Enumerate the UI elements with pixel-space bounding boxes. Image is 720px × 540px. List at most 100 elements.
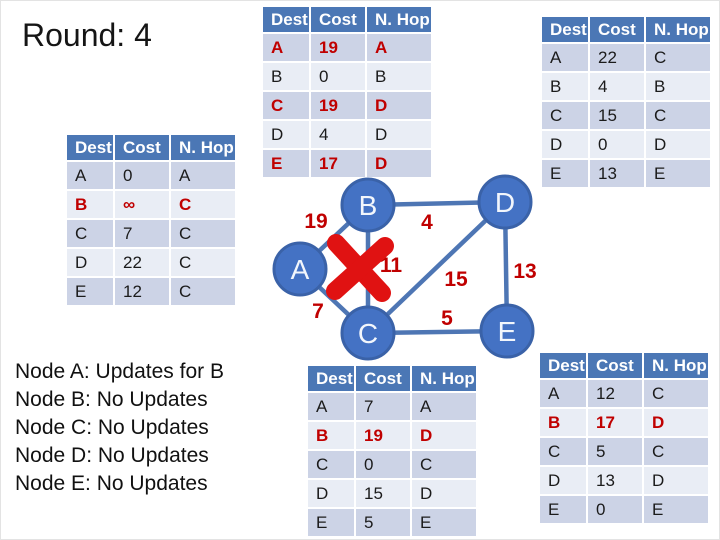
table-cell: D xyxy=(542,131,588,158)
table-cell: 0 xyxy=(588,496,642,523)
table-cell: C xyxy=(171,278,235,305)
column-header: Dest xyxy=(308,366,354,391)
table-cell: E xyxy=(67,278,113,305)
table-cell: D xyxy=(646,131,710,158)
table-cell: B xyxy=(540,409,586,436)
edge-weight-label: 15 xyxy=(444,268,468,291)
edge-weight-label: 7 xyxy=(312,300,324,323)
node-D xyxy=(477,174,533,230)
column-header: Cost xyxy=(356,366,410,391)
node-A xyxy=(272,241,328,297)
update-line: Node A: Updates for B xyxy=(15,360,224,383)
edge-weight-label: 19 xyxy=(304,210,327,233)
table-cell: 19 xyxy=(311,34,365,61)
node-label-E: E xyxy=(498,316,517,347)
update-line: Node E: No Updates xyxy=(15,472,208,495)
edge-A-B xyxy=(298,203,370,271)
column-header: Cost xyxy=(115,135,169,160)
table-cell: C xyxy=(67,220,113,247)
update-line: Node B: No Updates xyxy=(15,388,208,411)
edge-B-D xyxy=(367,199,506,208)
table-row: B∞C xyxy=(67,191,235,218)
node-updates-list: Node A: Updates for B Node B: No Updates… xyxy=(15,358,224,498)
node-label-B: B xyxy=(359,190,378,221)
table-cell: C xyxy=(308,451,354,478)
edge-C-D xyxy=(366,200,507,335)
table-cell: C xyxy=(540,438,586,465)
table-cell: 0 xyxy=(590,131,644,158)
node-label-C: C xyxy=(358,318,378,349)
table-cell: 22 xyxy=(115,249,169,276)
table-cell: 17 xyxy=(588,409,642,436)
node-label-D: D xyxy=(495,187,515,218)
column-header: N. Hop xyxy=(646,17,710,42)
table-cell: 0 xyxy=(115,162,169,189)
edge-weight-label: 11 xyxy=(380,254,403,277)
table-cell: 19 xyxy=(311,92,365,119)
table-cell: D xyxy=(412,480,476,507)
table-cell: C xyxy=(171,220,235,247)
link-failure-x-icon xyxy=(327,234,391,302)
node-C xyxy=(340,305,396,361)
column-header: Dest xyxy=(263,7,309,32)
table-cell: C xyxy=(171,249,235,276)
edge-weight-label: 5 xyxy=(441,307,453,330)
table-cell: B xyxy=(367,63,431,90)
table-cell: D xyxy=(412,422,476,449)
table-cell: 7 xyxy=(115,220,169,247)
table-cell: B xyxy=(542,73,588,100)
table-cell: 4 xyxy=(311,121,365,148)
table-cell: D xyxy=(263,121,309,148)
table-cell: D xyxy=(540,467,586,494)
column-header: N. Hop xyxy=(367,7,431,32)
table-cell: 4 xyxy=(590,73,644,100)
table-cell: C xyxy=(646,102,710,129)
table-cell: C xyxy=(412,451,476,478)
table-cell: A xyxy=(540,380,586,407)
edge-weight-label: 13 xyxy=(513,260,536,283)
table-cell: A xyxy=(412,393,476,420)
table-cell: 17 xyxy=(311,150,365,177)
table-cell: A xyxy=(367,34,431,61)
node-B xyxy=(340,177,396,233)
table-cell: 13 xyxy=(588,467,642,494)
table-cell: D xyxy=(367,121,431,148)
column-header: Dest xyxy=(67,135,113,160)
column-header: N. Hop xyxy=(644,353,708,378)
column-header: Cost xyxy=(588,353,642,378)
table-cell: 5 xyxy=(356,509,410,536)
table-cell: 12 xyxy=(588,380,642,407)
update-line: Node C: No Updates xyxy=(15,416,209,439)
table-cell: D xyxy=(367,150,431,177)
table-cell: 7 xyxy=(356,393,410,420)
table-cell: D xyxy=(308,480,354,507)
table-cell: 15 xyxy=(356,480,410,507)
table-cell: E xyxy=(646,160,710,187)
table-cell: 19 xyxy=(356,422,410,449)
table-cell: 0 xyxy=(311,63,365,90)
table-cell: A xyxy=(67,162,113,189)
